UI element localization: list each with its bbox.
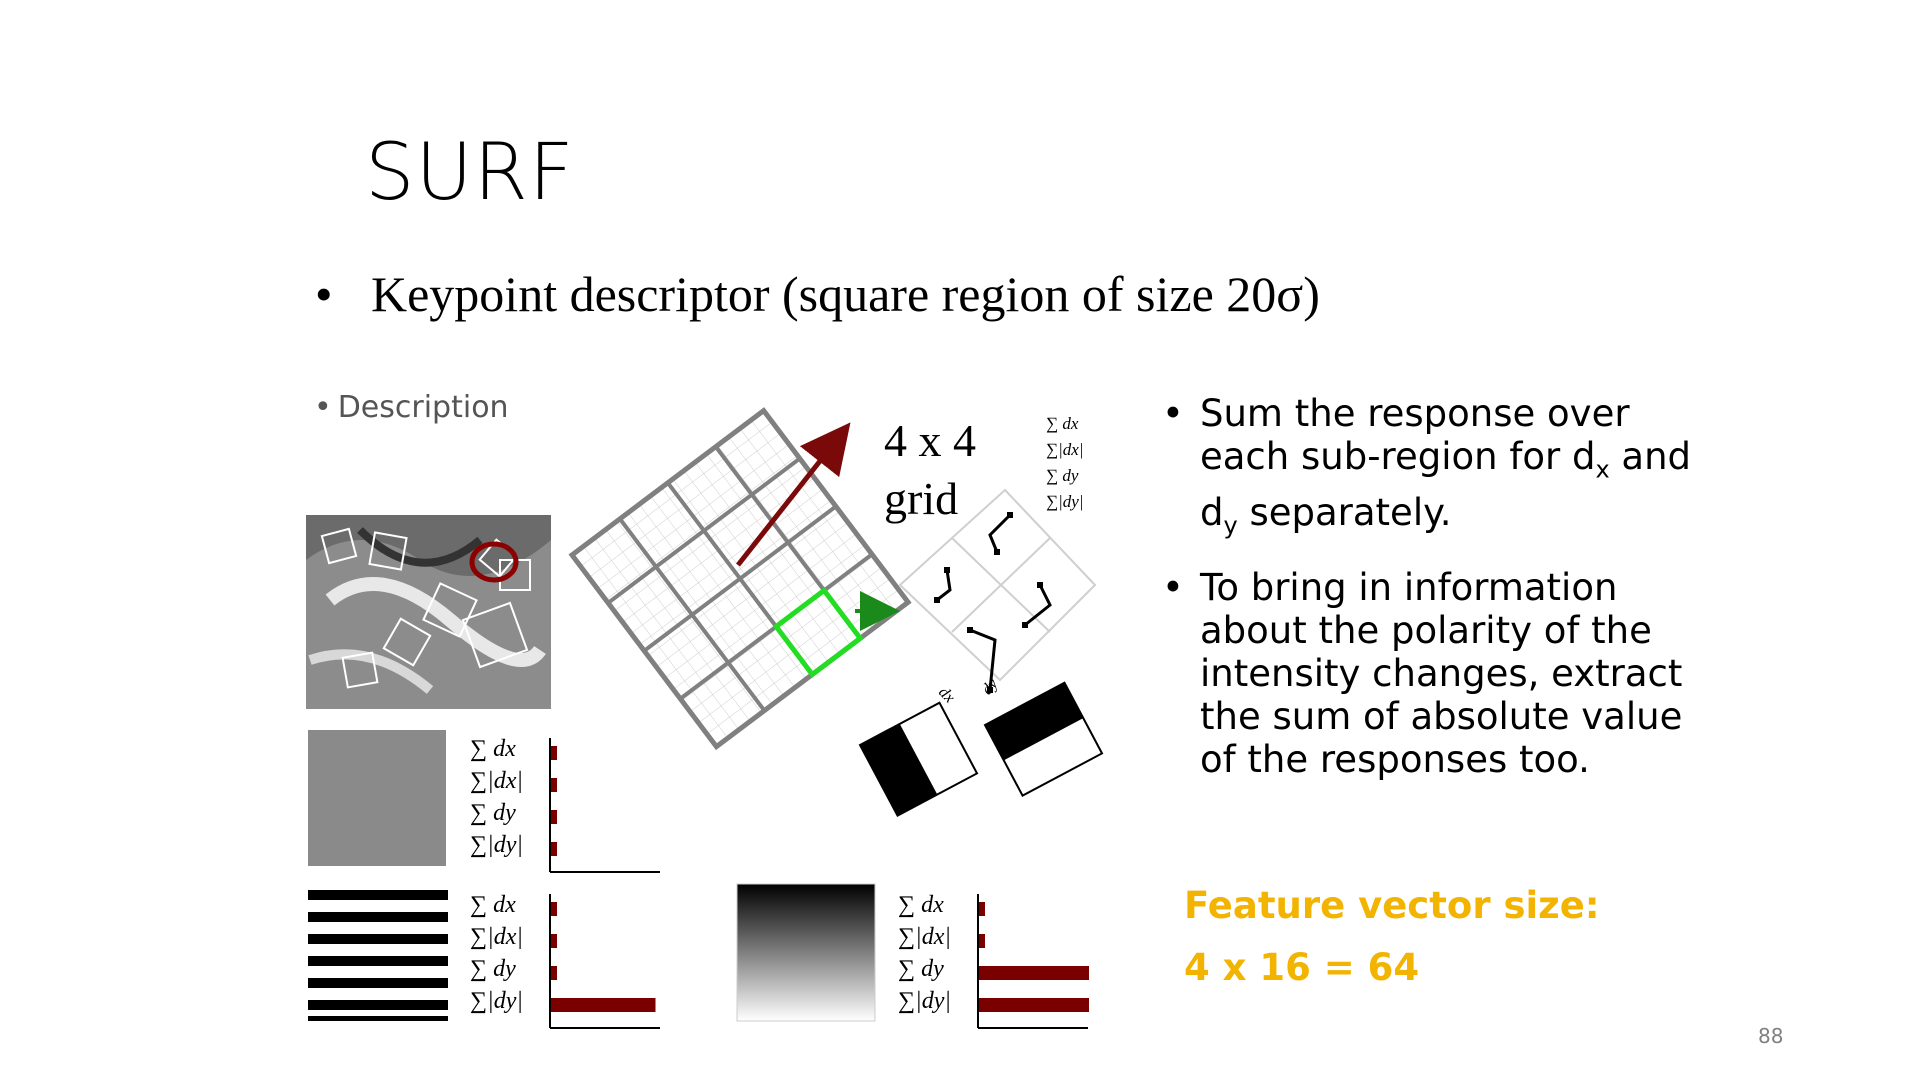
histogram-bar-sum-dy: [551, 966, 557, 980]
feature-vector-box: Feature vector size: 4 x 16 = 64: [1184, 875, 1600, 999]
histogram-bar-sum-abs-dy: [979, 998, 1089, 1012]
grid-label: 4 x 4 grid: [884, 412, 976, 528]
svg-text:∑|dx|: ∑|dx|: [470, 768, 523, 794]
histogram-bar-sum-dx: [551, 746, 557, 760]
main-bullet-text: Keypoint descriptor (square region of si…: [371, 266, 1320, 322]
svg-text:∑|dx|: ∑|dx|: [470, 924, 523, 950]
histogram-bar-sum-abs-dy: [551, 842, 557, 856]
feature-vector-title: Feature vector size:: [1184, 884, 1600, 927]
histogram-bar-sum-abs-dx: [551, 778, 557, 792]
bullet-dot: •: [1162, 565, 1184, 609]
figure-caption-text: Description: [337, 390, 509, 425]
highlighted-subregion: [772, 586, 864, 678]
page-number: 88: [1758, 1024, 1784, 1048]
hist1-labels: ∑ dx ∑|dx| ∑ dy ∑|dy|: [470, 736, 523, 858]
hist3-labels: ∑ dx ∑|dx| ∑ dy ∑|dy|: [898, 892, 951, 1014]
histogram-bar-sum-abs-dy: [551, 998, 656, 1012]
histogram-bar-sum-dy: [979, 966, 1089, 980]
figure-caption: •Description: [314, 390, 509, 425]
haar-filter-x: [858, 701, 979, 817]
svg-text:∑|dy|: ∑|dy|: [1046, 492, 1084, 511]
svg-text:∑|dy|: ∑|dy|: [470, 832, 523, 858]
svg-text:∑|dx|: ∑|dx|: [1046, 440, 1084, 459]
zoomed-subregion: [898, 488, 1097, 693]
bullet-dot: •: [315, 266, 333, 322]
bullet-dot: •: [314, 390, 332, 425]
svg-text:∑|dy|: ∑|dy|: [470, 988, 523, 1014]
histogram-bar-sum-dx: [551, 902, 557, 916]
grid-label-line2: grid: [884, 473, 959, 524]
horizontal-stripes-swatch: [308, 885, 448, 1021]
histogram-bar-sum-abs-dx: [551, 934, 557, 948]
histogram-bar-sum-dx: [979, 902, 985, 916]
descriptor-grid: [568, 407, 912, 751]
orientation-arrow: [736, 422, 851, 567]
feature-vector-value: 4 x 16 = 64: [1184, 946, 1420, 989]
right-bullet-list: • Sum the response over each sub-region …: [1160, 392, 1720, 799]
hist2-labels: ∑ dx ∑|dx| ∑ dy ∑|dy|: [470, 892, 523, 1014]
svg-text:∑|dx|: ∑|dx|: [898, 924, 951, 950]
bullet-dot: •: [1162, 392, 1184, 435]
svg-text:∑ dx: ∑ dx: [1046, 414, 1079, 433]
slide-title: SURF: [365, 128, 575, 218]
svg-text:∑ dy: ∑ dy: [898, 956, 944, 982]
svg-text:∑ dy: ∑ dy: [1046, 466, 1079, 485]
haar-filter-y: [983, 681, 1104, 797]
uniform-gray-swatch: [308, 730, 446, 866]
keypoint-photo: [306, 515, 551, 709]
grid-label-line1: 4 x 4: [884, 415, 976, 466]
svg-text:∑ dy: ∑ dy: [470, 800, 516, 826]
svg-text:∑ dx: ∑ dx: [898, 892, 944, 918]
histogram-bar-sum-dy: [551, 810, 557, 824]
vertical-gradient-swatch: [736, 883, 876, 1022]
svg-text:∑|dy|: ∑|dy|: [898, 988, 951, 1014]
svg-text:∑ dx: ∑ dx: [470, 736, 516, 762]
histogram-bars: [549, 738, 1089, 1029]
right-bullet-2: • To bring in information about the pola…: [1162, 565, 1683, 781]
svg-text:∑ dy: ∑ dy: [470, 956, 516, 982]
histogram-bar-sum-abs-dx: [979, 934, 985, 948]
sum-labels-small: ∑ dx ∑|dx| ∑ dy ∑|dy|: [1046, 414, 1084, 511]
right-bullet-1: • Sum the response over each sub-region …: [1162, 392, 1692, 540]
svg-text:∑ dx: ∑ dx: [470, 892, 516, 918]
main-bullet: • Keypoint descriptor (square region of s…: [315, 265, 1320, 323]
